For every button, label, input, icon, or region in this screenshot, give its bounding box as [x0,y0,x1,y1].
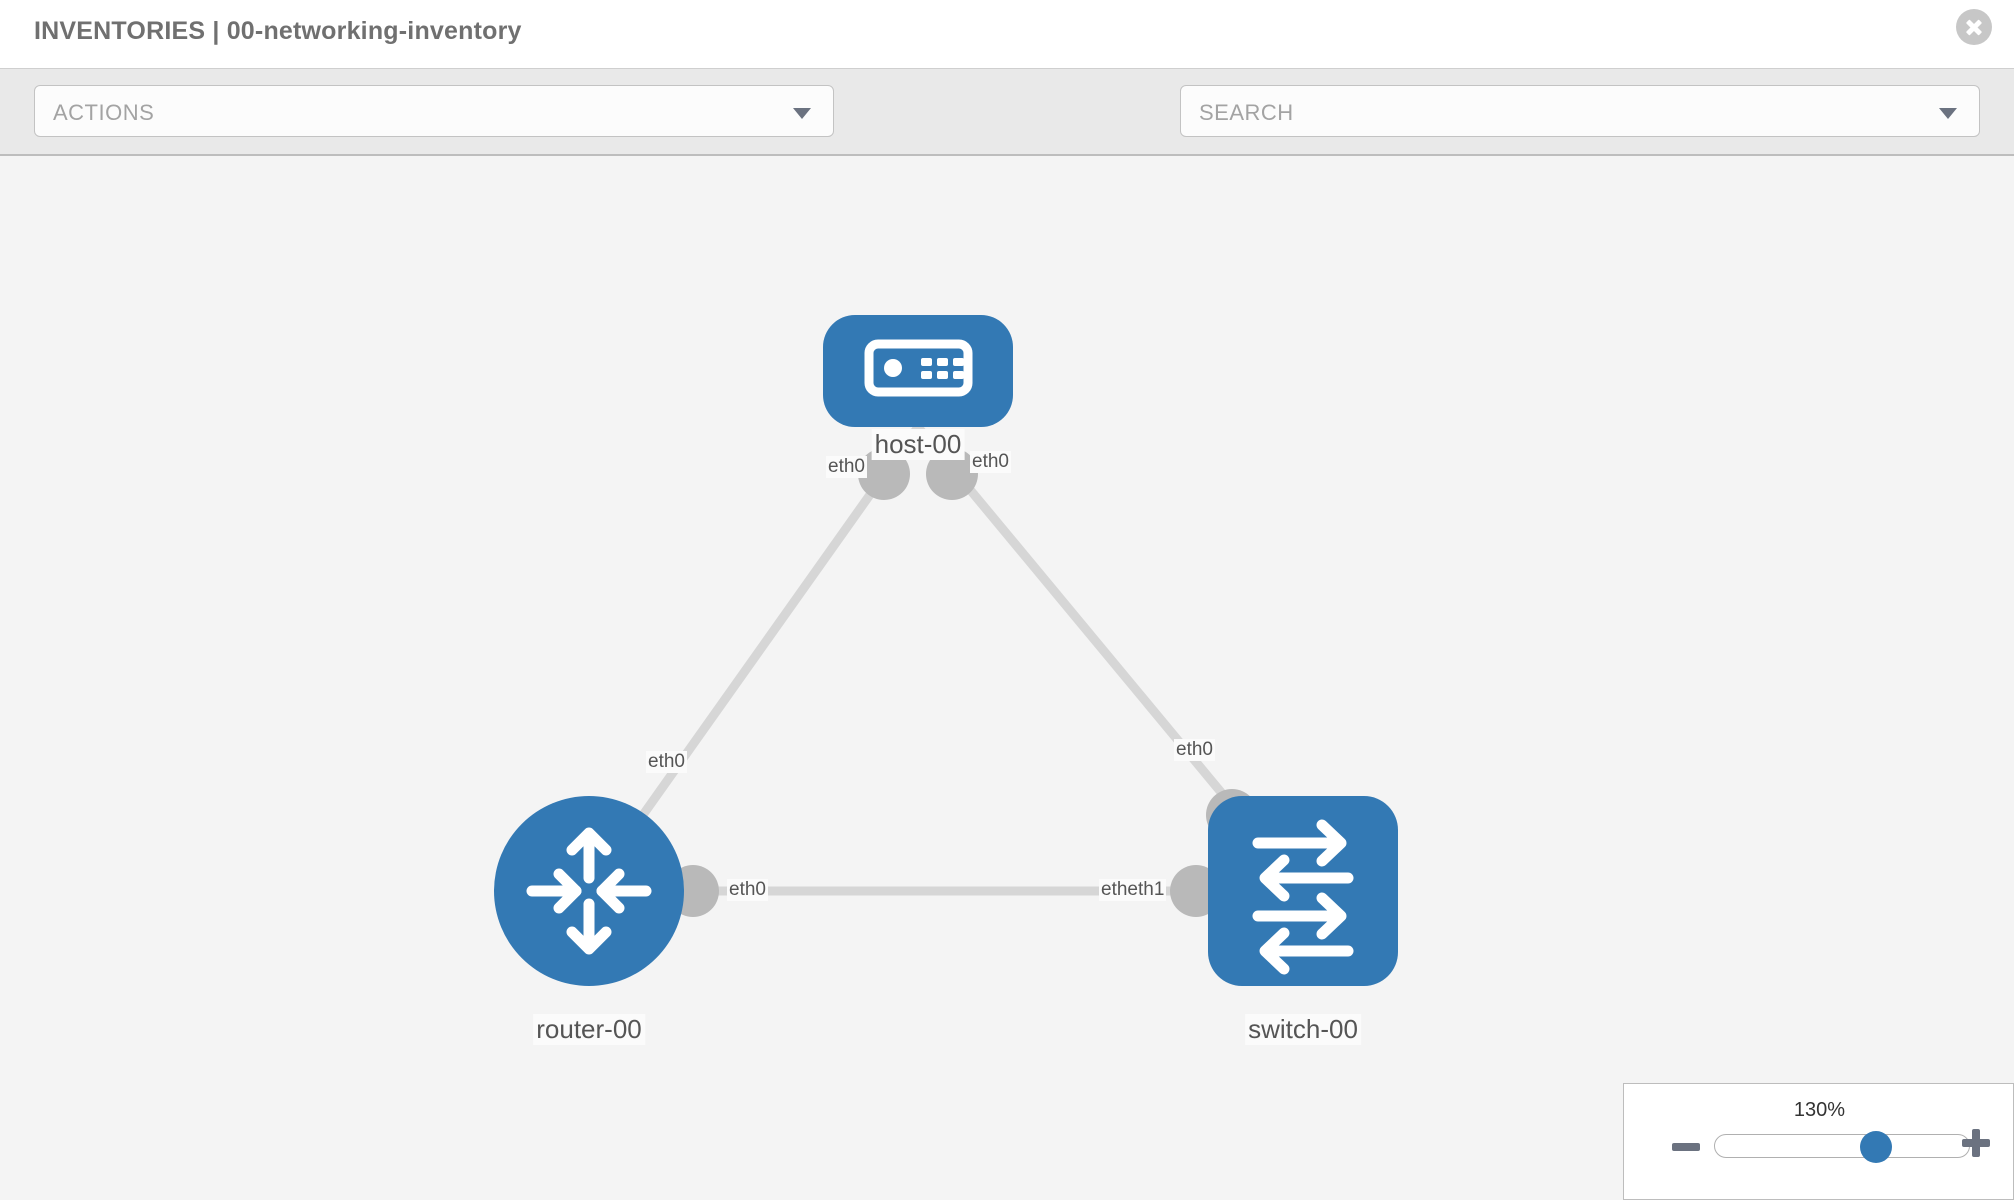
actions-dropdown[interactable]: ACTIONS [34,85,834,137]
toolbar: ACTIONS SEARCH [0,68,2014,197]
actions-dropdown-label: ACTIONS [53,100,155,125]
page-header: INVENTORIES | 00-networking-inventory [0,0,2014,68]
zoom-out-button[interactable] [1672,1143,1700,1151]
node-router-00 [494,796,684,986]
router-arrows-icon [526,827,652,955]
node-label-switch-00: switch-00 [1245,1014,1361,1045]
port-host-left [858,448,910,500]
server-icon-leds [921,358,964,379]
chevron-down-icon[interactable] [1939,108,1957,119]
search-placeholder: SEARCH [1199,100,1294,125]
zoom-control-panel: 130% [1623,1083,2014,1200]
edge-label: eth0 [1174,739,1215,761]
node-label-router-00: router-00 [533,1014,645,1045]
search-input[interactable]: SEARCH [1180,85,1980,137]
switch-arrows-icon [1252,819,1354,975]
zoom-slider-track[interactable] [1714,1134,1970,1158]
port-host-right [926,448,978,500]
node-label-host-00: host-00 [871,429,965,460]
edge-label: eth0 [826,456,867,478]
node-host-00 [823,315,1013,427]
server-icon [864,339,973,397]
edge-label: etheth1 [1099,879,1167,901]
graph-ports [667,448,1258,917]
close-icon[interactable] [1956,9,1992,45]
page-title: INVENTORIES | 00-networking-inventory [34,17,522,45]
edge-label: eth0 [727,879,768,901]
zoom-in-button[interactable] [1962,1129,1990,1157]
zoom-level-value: 130% [1793,1099,1846,1121]
zoom-slider-thumb[interactable] [1860,1131,1892,1163]
node-switch-00 [1208,796,1398,986]
topology-canvas[interactable]: host-00 router-00 switch-00 eth0 eth0 et… [0,156,2014,1200]
edge-label: eth0 [646,751,687,773]
chevron-down-icon [793,108,811,119]
topology-graph [494,315,1398,986]
edge-label: eth0 [970,451,1011,473]
